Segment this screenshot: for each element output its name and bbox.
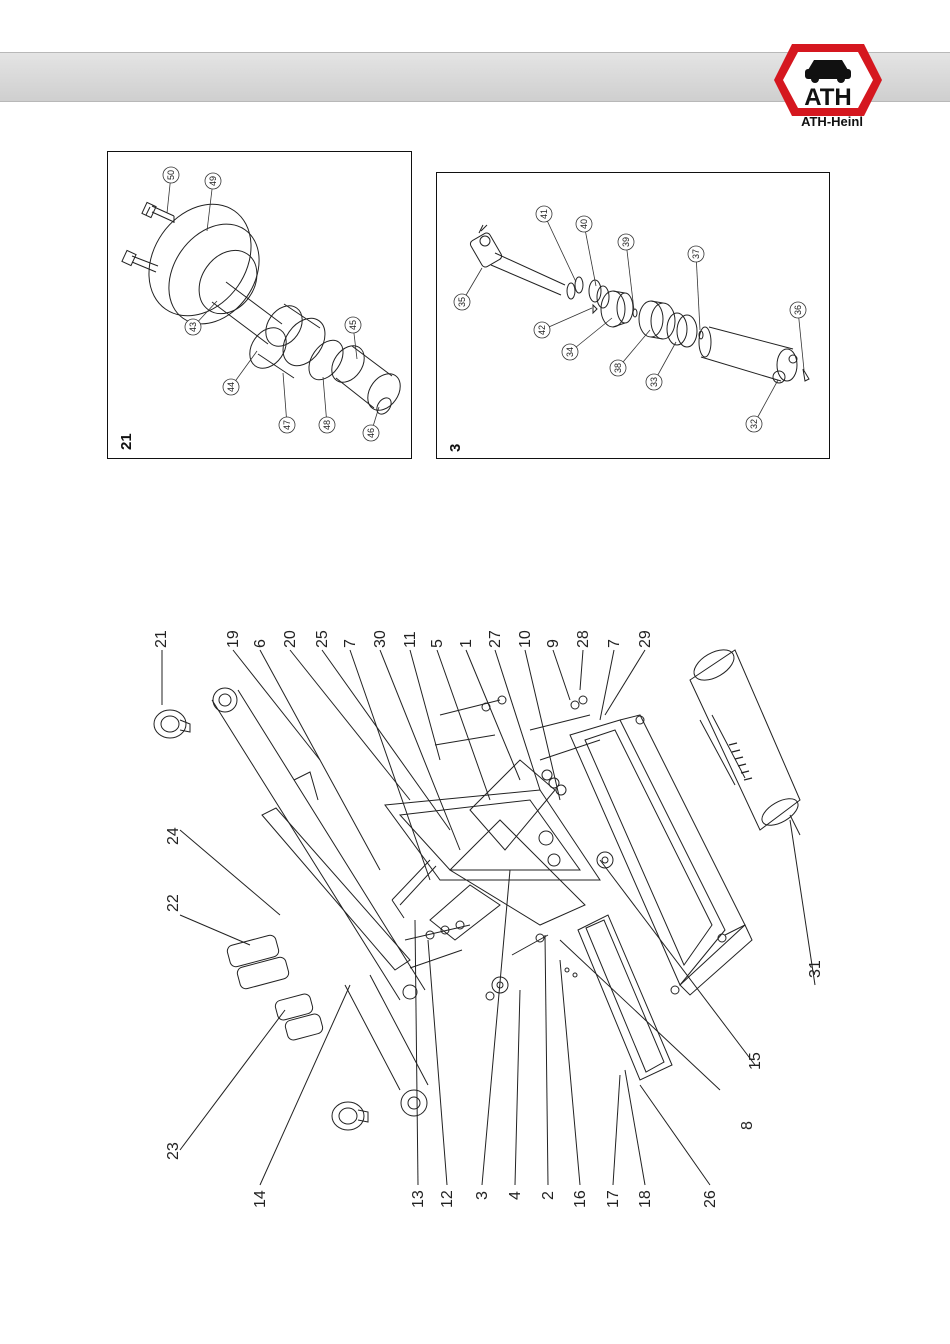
label-16: 16 — [572, 1190, 589, 1208]
inset-3-callout-39: 39 — [618, 234, 634, 310]
inset-21-callout-46: 46 — [363, 407, 379, 441]
label-18: 18 — [637, 1190, 654, 1208]
inset-3-part-label-37: 37 — [691, 249, 701, 259]
label-27: 27 — [487, 630, 504, 648]
inset-3-part-label-38: 38 — [613, 363, 623, 373]
inset-3-part-label-33: 33 — [649, 377, 659, 387]
inset-21-labels: 50 49 43 44 47 48 45 46 — [107, 151, 410, 457]
inset-3-callout-34: 34 — [562, 318, 612, 360]
label-17: 17 — [605, 1190, 622, 1208]
label-30: 30 — [372, 630, 389, 648]
inset-3-callout-35: 35 — [454, 268, 482, 310]
inset-3-part-label-39: 39 — [621, 237, 631, 247]
inset-21-part-label-43: 43 — [188, 322, 198, 332]
inset-3-part-label-35: 35 — [457, 297, 467, 307]
inset-3-part-label-42: 42 — [537, 325, 547, 335]
label-2: 2 — [540, 1191, 557, 1200]
inset-21-callout-49: 49 — [205, 173, 221, 231]
label-7b: 7 — [606, 639, 623, 648]
label-20: 20 — [282, 630, 299, 648]
inset-21-callout-48: 48 — [319, 377, 335, 433]
inset-21-part-label-46: 46 — [366, 428, 376, 438]
label-24: 24 — [165, 827, 182, 845]
label-15: 15 — [747, 1052, 764, 1070]
inset-21-part-label-47: 47 — [282, 420, 292, 430]
label-13: 13 — [410, 1190, 427, 1208]
inset-3-part-label-34: 34 — [565, 347, 575, 357]
label-8: 8 — [739, 1121, 756, 1130]
label-28: 28 — [575, 630, 592, 648]
inset-3-callout-38: 38 — [610, 330, 650, 376]
inset-3-callout-40: 40 — [576, 216, 596, 286]
inset-21-callout-44: 44 — [223, 351, 257, 395]
label-25: 25 — [314, 630, 331, 648]
label-9: 9 — [545, 639, 562, 648]
inset-3-part-label-32: 32 — [749, 419, 759, 429]
label-29: 29 — [637, 630, 654, 648]
label-1: 1 — [458, 639, 475, 648]
inset-3-callout-32: 32 — [746, 380, 778, 432]
label-5: 5 — [429, 639, 446, 648]
inset-3-callout-33: 33 — [646, 342, 676, 390]
inset-3-labels: 41 40 39 37 35 42 34 38 33 36 32 — [436, 172, 828, 457]
label-11: 11 — [402, 631, 419, 648]
inset-21-callout-47: 47 — [279, 373, 295, 433]
inset-21-part-label-45: 45 — [348, 320, 358, 330]
label-26: 26 — [702, 1190, 719, 1208]
inset-3-callout-41: 41 — [536, 206, 576, 282]
label-21: 21 — [153, 630, 170, 648]
label-7a: 7 — [342, 639, 359, 648]
label-3: 3 — [474, 1191, 491, 1200]
label-23: 23 — [165, 1142, 182, 1160]
label-10: 10 — [517, 630, 534, 648]
label-12: 12 — [439, 1190, 456, 1208]
label-31: 31 — [807, 960, 824, 978]
inset-3-part-label-36: 36 — [793, 305, 803, 315]
inset-3-part-label-40: 40 — [579, 219, 589, 229]
inset-21-callout-45: 45 — [345, 317, 361, 359]
inset-21-part-label-48: 48 — [322, 420, 332, 430]
inset-3-callout-36: 36 — [790, 302, 806, 370]
inset-21-part-label-50: 50 — [166, 170, 176, 180]
label-19: 19 — [225, 630, 242, 648]
label-22: 22 — [165, 894, 182, 912]
inset-3-callout-42: 42 — [534, 308, 592, 338]
inset-21-part-label-49: 49 — [208, 176, 218, 186]
inset-21-callout-50: 50 — [163, 167, 179, 213]
label-14: 14 — [252, 1190, 269, 1208]
inset-21-part-label-44: 44 — [226, 382, 236, 392]
label-6: 6 — [252, 639, 269, 648]
inset-3-part-label-41: 41 — [539, 209, 549, 219]
inset-21-callout-43: 43 — [185, 301, 217, 335]
inset-3-callout-37: 37 — [688, 246, 704, 330]
label-4: 4 — [507, 1191, 524, 1200]
